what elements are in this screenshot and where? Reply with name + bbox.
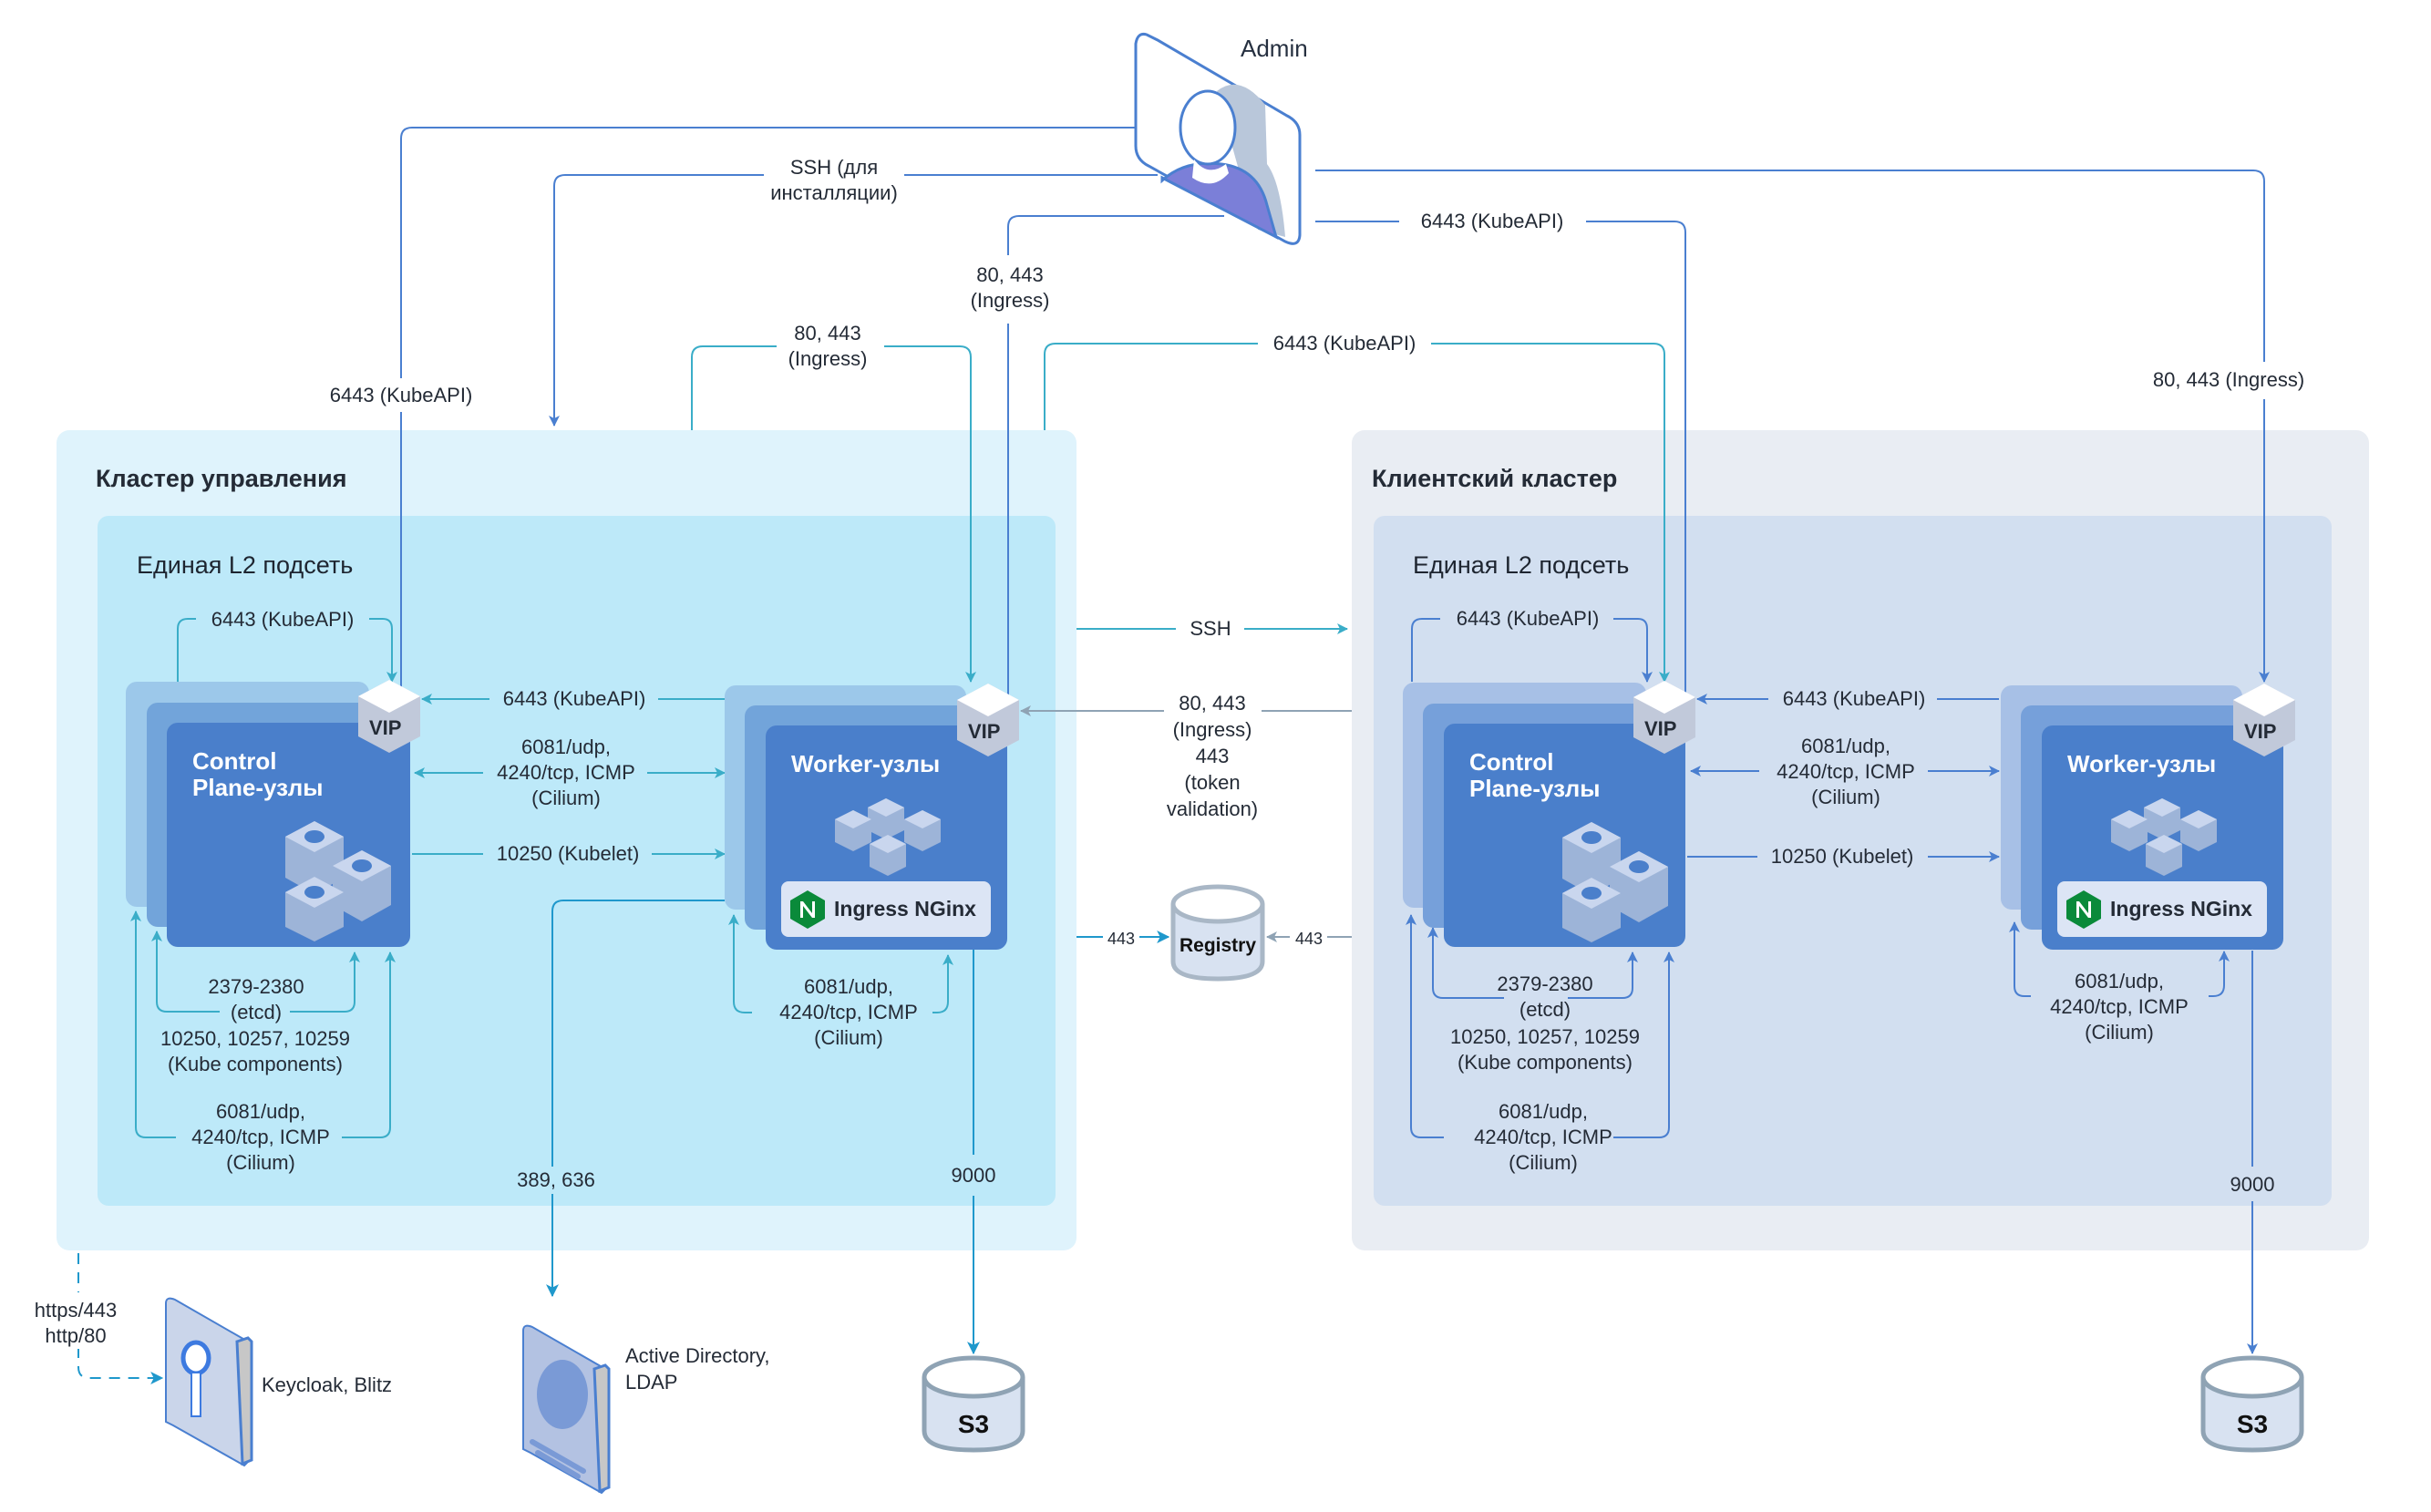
mgmt-ingress-nginx[interactable]: Ingress NGinx (781, 881, 991, 937)
mgmt-kubeapi-worker-label: 6443 (KubeAPI) (502, 687, 646, 710)
client-kubeapi-worker-label: 6443 (KubeAPI) (1782, 687, 1926, 710)
client-kube-components-label: 10250, 10257, 10259 (Kube components) (1450, 1025, 1640, 1074)
worker-cubes-icon (2111, 798, 2217, 876)
admin-kubeapi-client-label: 6443 (KubeAPI) (1420, 210, 1564, 232)
client-cp-vip[interactable]: VIP (1633, 681, 1695, 754)
ldap-line (552, 900, 725, 1296)
admin-ingress-mgmt-label: 80, 443 (Ingress) (970, 263, 1050, 312)
client-cilium-between-label: 6081/udp, 4240/tcp, ICMP (Cilium) (1777, 735, 1915, 808)
ingress-token-label: 80, 443 (Ingress) 443 (token validation) (1166, 692, 1259, 820)
client-subnet-title: Единая L2 подсеть (1413, 551, 1630, 579)
mgmt-ingress-loop-line (691, 345, 971, 682)
client-etcd-loop-right (1568, 951, 1638, 999)
vip-cube-icon (2233, 684, 2295, 756)
database-cylinder-icon (2200, 1355, 2304, 1453)
mgmt-cp-title: Control Plane-узлы (192, 747, 324, 801)
client-cilium-cp-loop-right (1613, 951, 1674, 1138)
mgmt-cilium-worker-loop-right (932, 954, 953, 1013)
admin-ssh-line (554, 174, 1158, 426)
vip-cube-icon (1633, 681, 1695, 754)
mgmt-kube-components-label: 10250, 10257, 10259 (Kube components) (160, 1027, 350, 1075)
mgmt-kubeapi-loop-line (177, 618, 392, 682)
mgmt-cilium-cp-loop-left (130, 910, 176, 1138)
client-control-plane-nodes[interactable]: Control Plane-узлы (1444, 724, 1685, 947)
mgmt-worker-vip[interactable]: VIP (957, 684, 1019, 756)
registry-database[interactable]: Registry (1170, 884, 1265, 982)
mgmt-cilium-worker-label: 6081/udp, 4240/tcp, ICMP (Cilium) (779, 975, 918, 1049)
mgmt-etcd-label: 2379-2380 (etcd) (208, 975, 304, 1023)
etcd-cubes-icon (285, 821, 391, 941)
management-subnet-title: Единая L2 подсеть (137, 551, 354, 579)
ldap-ports-label: 389, 636 (517, 1168, 595, 1191)
mgmt-cilium-cp-label: 6081/udp, 4240/tcp, ICMP (Cilium) (191, 1100, 330, 1174)
client-cilium-cp-label: 6081/udp, 4240/tcp, ICMP (Cilium) (1474, 1100, 1612, 1174)
registry-right-port-label: 443 (1294, 930, 1324, 948)
mgmt-worker-nodes[interactable]: Worker-узлы Ingress NGinx (766, 725, 1007, 950)
client-cluster-title: Клиентский кластер (1372, 465, 1618, 492)
client-s3-port-label: 9000 (2230, 1173, 2275, 1196)
client-cilium-worker-loop-left (2009, 921, 2031, 997)
admin-kubeapi-mgmt-label: 6443 (KubeAPI) (329, 383, 473, 408)
mgmt-kubeapi-client-line (1044, 343, 1664, 682)
mgmt-cilium-between-label: 6081/udp, 4240/tcp, ICMP (Cilium) (497, 735, 635, 809)
ldap-label: Active Directory, LDAP (625, 1344, 770, 1394)
management-cluster-title: Кластер управления (96, 465, 347, 492)
s3-mgmt-storage[interactable]: S3 (922, 1355, 1025, 1453)
client-kubeapi-loop-label: 6443 (KubeAPI) (1456, 607, 1600, 630)
client-cilium-worker-label: 6081/udp, 4240/tcp, ICMP (Cilium) (2050, 970, 2189, 1044)
client-etcd-loop-left (1427, 927, 1504, 999)
client-cp-title: Control Plane-узлы (1469, 748, 1601, 802)
vip-cube-icon (957, 684, 1019, 756)
mgmt-etcd-loop-line-right (290, 951, 360, 1013)
mgmt-etcd-loop-line (151, 931, 220, 1013)
mgmt-control-plane-nodes[interactable]: Control Plane-узлы (167, 723, 410, 947)
nginx-logo-icon (2066, 890, 2101, 929)
etcd-cubes-icon (1562, 822, 1668, 942)
keycloak-dashed-line (77, 1253, 162, 1378)
nginx-logo-icon (790, 890, 825, 929)
admin-kubeapi-client-line (1315, 221, 1685, 720)
keycloak-ports-label: https/443 http/80 (34, 1298, 118, 1349)
client-worker-vip[interactable]: VIP (2233, 684, 2295, 756)
admin-ingress-mgmt-line (1008, 215, 1224, 720)
mgmt-cp-vip[interactable]: VIP (358, 680, 420, 753)
mgmt-cilium-cp-loop-right (342, 951, 396, 1138)
admin-ingress-client-label: 80, 443 (Ingress) (2152, 368, 2305, 391)
admin-ingress-client-line (1315, 170, 2264, 682)
ssh-between-label: SSH (1190, 617, 1231, 640)
admin-kubeapi-mgmt-line (401, 127, 1151, 720)
client-kubeapi-loop-line (1411, 618, 1647, 682)
mgmt-kubeapi-loop-label: 6443 (KubeAPI) (211, 608, 355, 631)
client-cilium-worker-loop-right (2209, 951, 2230, 997)
mgmt-kubelet-label: 10250 (Kubelet) (496, 842, 640, 865)
mgmt-worker-title: Worker-узлы (791, 750, 941, 777)
admin-icon (1134, 33, 1302, 245)
client-etcd-label: 2379-2380 (etcd) (1497, 972, 1593, 1021)
admin-label: Admin (1241, 35, 1308, 62)
s3-client-storage[interactable]: S3 (2200, 1355, 2304, 1453)
vip-cube-icon (358, 680, 420, 753)
client-ingress-nginx[interactable]: Ingress NGinx (2057, 881, 2267, 937)
client-kubelet-label: 10250 (Kubelet) (1770, 845, 1914, 868)
database-cylinder-icon (922, 1355, 1025, 1453)
ldap-directory-icon[interactable] (521, 1323, 613, 1497)
ssh-install-label: SSH (для инсталляции) (770, 156, 898, 204)
database-cylinder-icon (1170, 884, 1265, 982)
mgmt-cilium-worker-loop-left (728, 914, 752, 1013)
mgmt-kubeapi-client-label: 6443 (KubeAPI) (1272, 332, 1416, 355)
worker-cubes-icon (835, 798, 941, 876)
registry-left-port-label: 443 (1107, 930, 1136, 948)
client-worker-title: Worker-узлы (2067, 750, 2217, 777)
client-worker-nodes[interactable]: Worker-узлы Ingress NGinx (2042, 725, 2283, 950)
client-cilium-cp-loop-left (1406, 914, 1444, 1138)
mgmt-s3-port-label: 9000 (951, 1164, 996, 1187)
keycloak-book-icon[interactable] (164, 1296, 255, 1469)
mgmt-ingress-loop-label: 80, 443 (Ingress) (788, 322, 868, 370)
keycloak-label: Keycloak, Blitz (262, 1373, 393, 1396)
